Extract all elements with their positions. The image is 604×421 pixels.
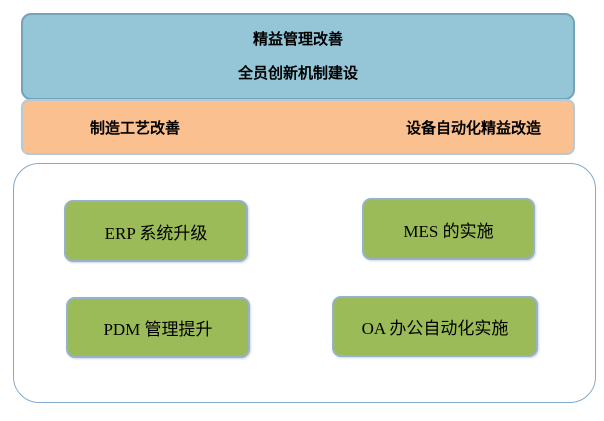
module-mes-implementation: MES 的实施: [362, 198, 535, 260]
module-pdm-improvement: PDM 管理提升: [66, 297, 250, 358]
module-erp-upgrade: ERP 系统升级: [64, 200, 248, 262]
subheader-item-process-improvement: 制造工艺改善: [90, 119, 181, 137]
header-line-lean-management: 精益管理改善: [252, 30, 343, 48]
subheader-item-equipment-automation: 设备自动化精益改造: [405, 119, 541, 137]
subheader-box: 制造工艺改善 设备自动化精益改造: [21, 99, 575, 155]
modules-container: ERP 系统升级 MES 的实施 PDM 管理提升 OA 办公自动化实施: [13, 163, 596, 403]
header-line-innovation-mechanism: 全员创新机制建设: [237, 64, 358, 82]
header-box: 精益管理改善 全员创新机制建设: [21, 13, 575, 100]
module-oa-office-automation: OA 办公自动化实施: [332, 296, 538, 357]
